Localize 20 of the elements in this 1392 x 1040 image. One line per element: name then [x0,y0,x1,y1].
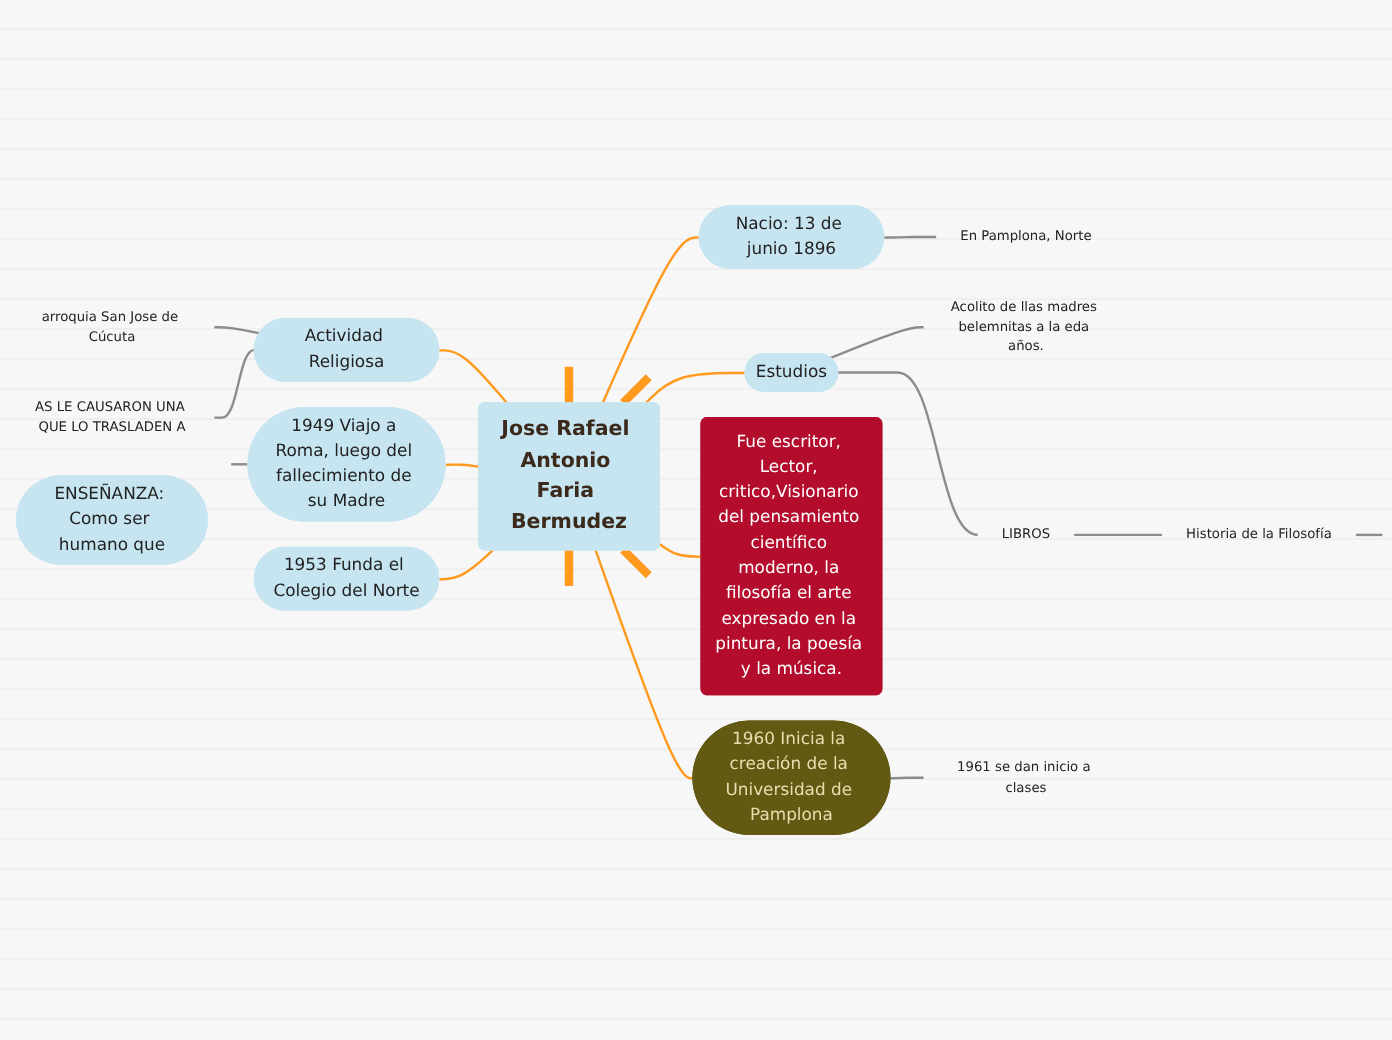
connector [445,463,480,468]
connector-line [620,546,652,579]
connector [594,550,694,780]
connector [601,236,700,404]
connector [884,235,937,239]
connector [659,543,702,558]
connector [644,371,746,405]
connector-line [564,549,574,586]
connector [439,549,494,581]
connector [1074,533,1162,537]
connector [830,326,924,360]
connector-line [564,366,574,403]
connector [890,776,924,780]
connector-line [1355,533,1383,537]
connector [439,349,509,405]
connector [214,348,255,419]
connector [214,326,261,335]
connector-line [620,374,652,406]
connector [837,371,979,537]
connector-line [231,463,249,466]
